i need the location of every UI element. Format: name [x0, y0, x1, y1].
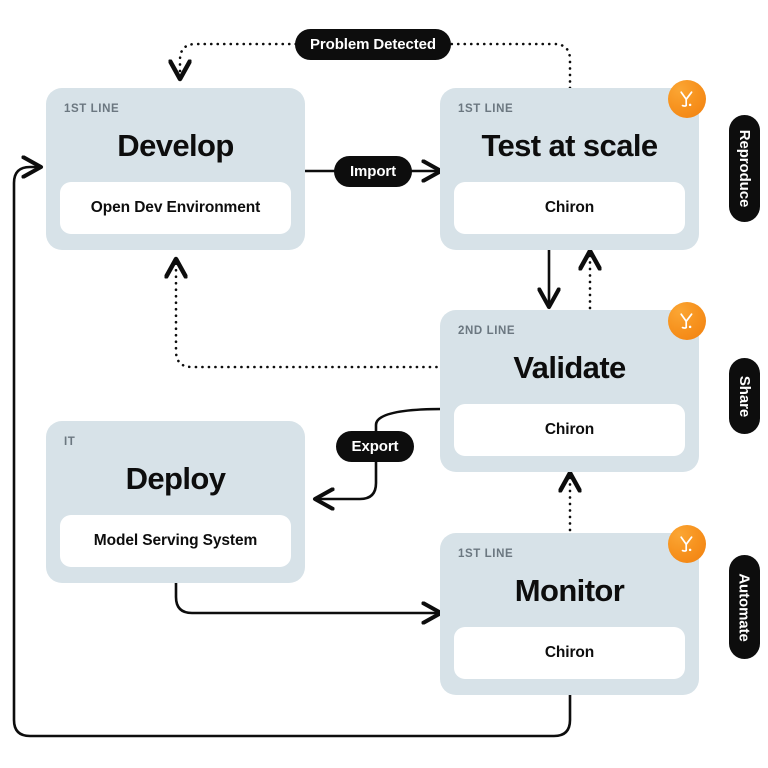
connector-validate-to-develop [176, 260, 445, 369]
card-lane-label: IT [64, 436, 76, 448]
side-pill-label: Share [736, 375, 754, 417]
side-pill-share[interactable]: Share [729, 358, 760, 434]
card-lane-label: 1ST LINE [64, 103, 120, 115]
connector-deploy-to-monitor [174, 581, 440, 613]
card-tool-validate[interactable]: Chiron [454, 404, 685, 456]
connector-monitor-to-develop [12, 167, 572, 738]
card-title: Monitor [514, 573, 625, 609]
card-title: Deploy [125, 461, 226, 497]
card-tool-monitor[interactable]: Chiron [454, 627, 685, 679]
side-pill-automate[interactable]: Automate [729, 555, 760, 659]
connector-label-problem-detected[interactable]: Problem Detected [295, 29, 451, 60]
card-lane-label: 1ST LINE [458, 548, 514, 560]
card-tool-develop[interactable]: Open Dev Environment [60, 182, 291, 234]
connector-label-import[interactable]: Import [334, 156, 412, 187]
card-lane-label: 2ND LINE [458, 325, 516, 337]
card-lane-label: 1ST LINE [458, 103, 514, 115]
card-tool-deploy[interactable]: Model Serving System [60, 515, 291, 567]
card-deploy[interactable]: IT Deploy Model Serving System [46, 421, 305, 583]
side-pill-label: Automate [736, 572, 753, 642]
connector-label-export[interactable]: Export [336, 431, 414, 462]
card-develop[interactable]: 1ST LINE Develop Open Dev Environment [46, 88, 305, 250]
chiron-logo-icon [668, 80, 706, 118]
card-validate[interactable]: 2ND LINE Validate Chiron [440, 310, 699, 472]
card-tool-test-at-scale[interactable]: Chiron [454, 182, 685, 234]
chiron-logo-icon [668, 525, 706, 563]
card-monitor[interactable]: 1ST LINE Monitor Chiron [440, 533, 699, 695]
side-pill-reproduce[interactable]: Reproduce [729, 115, 760, 222]
card-title: Test at scale [481, 128, 658, 164]
chiron-logo-icon [668, 302, 706, 340]
card-title: Validate [513, 350, 626, 386]
card-title: Develop [117, 128, 234, 164]
side-pill-label: Reproduce [736, 129, 754, 208]
card-test-at-scale[interactable]: 1ST LINE Test at scale Chiron [440, 88, 699, 250]
